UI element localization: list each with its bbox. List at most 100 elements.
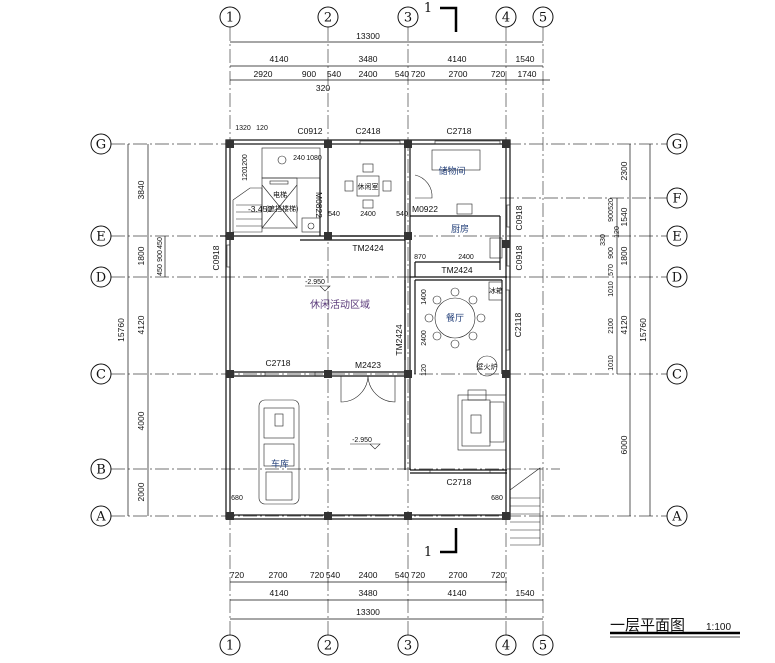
axis-bubble-row-F: F — [666, 187, 688, 209]
drawing-title: 一层平面图 — [610, 616, 685, 634]
dim-left: 4000 — [136, 411, 146, 430]
axis-bubble-col-3: 3 — [397, 6, 419, 28]
room-label-storage: 储物间 — [438, 165, 465, 177]
axis-label: 3 — [404, 11, 412, 26]
dim-top-total: 13300 — [356, 31, 380, 41]
axis-bubble-col-1: 1 — [219, 6, 241, 28]
section-mark: 1 — [424, 1, 432, 16]
axis-label: 1 — [226, 11, 234, 26]
dim-left-fine: 450 — [157, 264, 164, 276]
axis-bubble-col-3: 3 — [397, 634, 419, 656]
window-label: C2718 — [446, 477, 471, 487]
room-label-kitchen: 厨房 — [451, 223, 469, 235]
dim-left: 2000 — [136, 482, 146, 501]
axis-bubble-col-1: 1 — [219, 634, 241, 656]
room-label-leisure: 休闲活动区域 — [310, 298, 370, 311]
dim-right-fine: 1010 — [608, 355, 615, 371]
dim-right-fine: 900 — [608, 247, 615, 259]
dim-right: 2300 — [619, 161, 629, 180]
dimension-lines — [127, 41, 651, 620]
door-label: M2423 — [355, 360, 381, 370]
axis-label: 4 — [502, 11, 510, 26]
dim-top-fine: 540 — [395, 69, 409, 79]
axis-label: F — [672, 192, 681, 207]
walls — [220, 139, 511, 520]
dim-bottom-fine: 2700 — [269, 570, 288, 580]
axis-label: C — [96, 368, 106, 383]
dim-bottom-fine: 720 — [310, 570, 324, 580]
dim-top: 4140 — [448, 54, 467, 64]
room-label-dining: 餐厅 — [446, 312, 464, 324]
dim-top-fine: 2700 — [449, 69, 468, 79]
dim-bottom-fine: 720 — [491, 570, 505, 580]
dim-right: 6000 — [619, 435, 629, 454]
axis-label: C — [672, 368, 682, 383]
dim-interior: 2400 — [458, 254, 474, 261]
dim-top: 1540 — [516, 54, 535, 64]
level-mark: -2.950 — [352, 437, 372, 444]
dim-top: 3480 — [359, 54, 378, 64]
dim-left: 3840 — [136, 180, 146, 199]
dim-top-fine: 720 — [491, 69, 505, 79]
window-label: C0918 — [514, 245, 524, 270]
section-mark: 1 — [424, 545, 432, 560]
dim-bottom-fine: 2700 — [449, 570, 468, 580]
dim-right-fine: 120 — [614, 226, 621, 238]
fridge-label: 冰箱 — [489, 286, 503, 295]
dim-right: 1800 — [619, 246, 629, 265]
structural-columns — [226, 140, 510, 520]
door-label: M0922 — [412, 204, 438, 214]
dim-top-fine: 900 — [302, 69, 316, 79]
dim-interior: 540 — [396, 211, 408, 218]
axis-label: D — [672, 271, 682, 286]
dining-table-icon — [424, 287, 486, 349]
dim-left: 4120 — [136, 315, 146, 334]
axis-label: E — [96, 230, 106, 245]
axis-bubble-col-5: 5 — [532, 634, 554, 656]
dim-right-fine: 900 — [608, 210, 615, 222]
dim-right: 4120 — [619, 315, 629, 334]
drawing-scale: 1:100 — [706, 622, 731, 633]
window-label: C2118 — [513, 313, 523, 338]
dim-left-total: 15760 — [116, 318, 126, 342]
dim-right-fine: 330 — [600, 234, 607, 246]
dim-interior: 120 — [421, 364, 428, 376]
grid-lines — [111, 27, 667, 635]
dim-interior: 540 — [328, 211, 340, 218]
dim-interior: 680 — [491, 495, 503, 502]
furniture — [232, 6, 740, 638]
axis-label: 2 — [324, 11, 332, 26]
sofa-icon — [457, 389, 507, 451]
axis-bubble-row-C: C — [90, 363, 112, 385]
dim-bottom-fine: 2400 — [359, 570, 378, 580]
dim-bottom-total: 13300 — [356, 607, 380, 617]
axis-bubble-col-5: 5 — [532, 6, 554, 28]
dim-top-fine: 2920 — [254, 69, 273, 79]
axis-bubble-row-G: G — [90, 133, 112, 155]
axis-label: 2 — [324, 639, 332, 654]
dim-right: 1540 — [619, 207, 629, 226]
dim-right-fine: 1010 — [608, 281, 615, 297]
axis-label: 5 — [539, 639, 547, 654]
axis-label: G — [96, 138, 106, 153]
axis-bubble-row-E: E — [666, 225, 688, 247]
axis-label: G — [672, 138, 682, 153]
axis-bubble-row-A: A — [666, 505, 688, 527]
stair-level: -3.450 — [248, 204, 272, 214]
window-label: C2418 — [355, 126, 380, 136]
stair-note: (遮挡楼梯) — [266, 204, 299, 213]
room-label-tea: 休闲室 — [358, 182, 379, 191]
axis-label: 3 — [404, 639, 412, 654]
dim-bottom-fine: 720 — [230, 570, 244, 580]
dim-interior: 2400 — [360, 211, 376, 218]
tea-table-icon — [344, 163, 392, 209]
window-label: C0918 — [211, 245, 221, 270]
door-label: M0822 — [314, 192, 324, 218]
window-label: C0918 — [514, 205, 524, 230]
dim-interior: 1200 — [242, 154, 249, 170]
dim-interior: 120 — [256, 125, 268, 132]
axis-bubble-row-E: E — [90, 225, 112, 247]
